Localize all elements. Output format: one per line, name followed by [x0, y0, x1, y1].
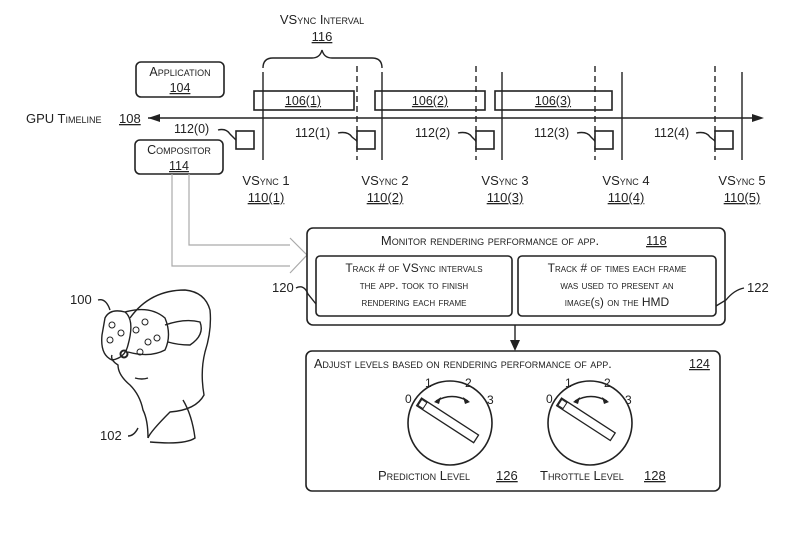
- compositor-task-square: [475, 130, 495, 150]
- throttle-level-dial[interactable]: 0 1 2 3: [546, 376, 633, 466]
- frame-bar: [374, 90, 486, 111]
- compositor-box: [134, 139, 224, 175]
- vsync-label: VSync 3: [481, 173, 528, 188]
- leader-line: [127, 427, 139, 437]
- compositor-label: Compositor: [147, 143, 211, 157]
- ref-120: 120: [272, 280, 294, 295]
- frame-ref: 106(3): [535, 94, 571, 108]
- arrowhead-icon: [602, 397, 609, 404]
- adjust-label: Adjust levels based on rendering perform…: [314, 357, 612, 371]
- vsync-ref: 110(5): [724, 190, 761, 205]
- compositor-ref: 114: [169, 159, 189, 173]
- throttle-level-ref: 128: [644, 468, 666, 483]
- flow-arrow-inner: [188, 174, 290, 246]
- leader-line: [295, 286, 317, 305]
- prediction-level-label: Prediction Level: [378, 468, 470, 483]
- compositor-task-square: [235, 130, 255, 150]
- compositor-task-ref: 112(3): [534, 126, 569, 140]
- vsync-ref: 110(2): [367, 190, 404, 205]
- dial-tick: 2: [604, 376, 611, 390]
- ref-122: 122: [747, 280, 769, 295]
- neck-outline: [149, 399, 196, 444]
- leader-line: [695, 131, 716, 142]
- frame-ref: 106(1): [285, 94, 321, 108]
- vsync-labels: VSync 1 110(1) VSync 2 110(2) VSync 3 11…: [242, 173, 765, 205]
- flow-arrow-outer: [171, 174, 290, 267]
- prediction-level-ref: 126: [496, 468, 518, 483]
- throttle-level-label: Throttle Level: [540, 468, 624, 483]
- arrowhead-icon: [573, 397, 580, 404]
- track-vsync-line: Track # of VSync intervals: [345, 261, 482, 275]
- compositor-task-ref: 112(2): [415, 126, 450, 140]
- dial-pointer: [555, 397, 617, 442]
- user-ref: 102: [100, 428, 122, 443]
- leader-line: [576, 131, 596, 142]
- mouth: [134, 377, 149, 380]
- track-vsync-intervals-box: [315, 255, 513, 317]
- dial-tick: 1: [425, 376, 432, 390]
- head-back-outline: [129, 289, 212, 439]
- arrowhead-icon: [434, 397, 441, 404]
- timeline-arrow-left-icon: [148, 114, 160, 122]
- application-ref: 104: [170, 81, 191, 95]
- hmd-user-illustration: [101, 289, 212, 444]
- dial-pointer: [415, 397, 480, 444]
- leader-line: [715, 287, 745, 307]
- monitor-ref: 118: [646, 233, 667, 248]
- adjust-ref: 124: [689, 357, 710, 371]
- arrowhead-icon: [463, 397, 470, 404]
- compositor-task-square: [594, 130, 614, 150]
- leader-line: [337, 131, 358, 142]
- hmd-ref: 100: [70, 292, 92, 307]
- vsync-label: VSync 2: [361, 173, 408, 188]
- dial-tick: 1: [565, 376, 572, 390]
- dial-tick: 3: [487, 393, 494, 407]
- track-vsync-line: the app. took to finish: [360, 278, 469, 292]
- track-frame-line: Track # of times each frame: [548, 261, 687, 275]
- prediction-level-dial[interactable]: 0 1 2 3: [405, 376, 494, 466]
- application-label: Application: [149, 65, 210, 79]
- compositor-task-ref: 112(0): [174, 122, 209, 136]
- compositor-task-square: [714, 130, 734, 150]
- track-frame-usage-box: [517, 255, 717, 317]
- vsync-ref: 110(3): [487, 190, 524, 205]
- dial-tick: 2: [465, 376, 472, 390]
- compositor-task-square: [356, 130, 376, 150]
- application-box: [135, 61, 225, 98]
- hmd-front: [101, 310, 132, 361]
- monitor-label: Monitor rendering performance of app.: [381, 233, 599, 248]
- dial-tick: 0: [546, 392, 553, 406]
- track-frame-line: image(s) on the HMD: [565, 295, 670, 309]
- leader-line: [457, 131, 477, 142]
- arrow-down-icon: [510, 340, 520, 351]
- gpu-timeline-ref: 108: [119, 111, 141, 126]
- dial-tick: 3: [625, 393, 632, 407]
- frame-bar: [253, 90, 355, 111]
- vsync-ref: 110(1): [248, 190, 285, 205]
- vsync-label: VSync 4: [602, 173, 649, 188]
- hmd-body: [124, 308, 170, 356]
- vsync-interval-label: VSync Interval: [280, 12, 364, 27]
- track-frame-line: was used to present an: [560, 278, 674, 292]
- vsync-label: VSync 5: [718, 173, 765, 188]
- hmd-strap: [164, 319, 202, 346]
- gpu-timeline-label: GPU Timeline: [26, 111, 102, 126]
- compositor-task-ref: 112(4): [654, 126, 689, 140]
- dial-tick: 0: [405, 392, 412, 406]
- vsync-ref: 110(4): [608, 190, 645, 205]
- leader-line: [97, 299, 111, 311]
- vsync-interval-ref: 116: [312, 29, 333, 44]
- flow-arrow-head-icon: [289, 237, 308, 274]
- track-vsync-line: rendering each frame: [362, 295, 467, 309]
- compositor-task-ref: 112(1): [295, 126, 330, 140]
- leader-line: [217, 128, 237, 141]
- frame-ref: 106(2): [412, 94, 448, 108]
- vsync-label: VSync 1: [242, 173, 289, 188]
- face-outline: [110, 354, 149, 439]
- timeline-arrow-right-icon: [752, 114, 764, 122]
- vsync-interval-brace: [262, 49, 383, 69]
- frame-bar: [494, 90, 613, 111]
